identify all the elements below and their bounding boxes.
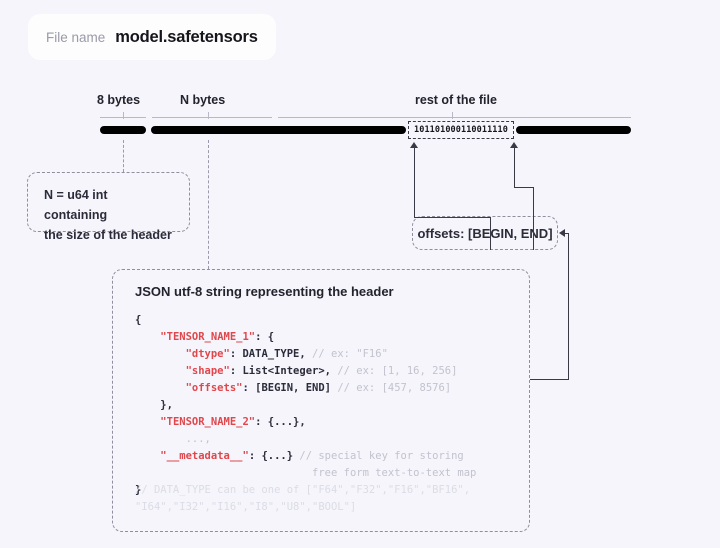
json-code-token: : {	[255, 331, 275, 343]
arrow-end-horizontal	[514, 187, 534, 189]
json-code-line: "dtype": DATA_TYPE, // ex: "F16"	[135, 346, 476, 363]
arrow-end-vertical	[514, 148, 516, 188]
arrow-begin-vertical	[414, 148, 416, 218]
json-code-token: "TENSOR_NAME_1"	[160, 331, 256, 343]
json-code-token: : {...}	[248, 450, 300, 462]
json-code-token: ...,	[185, 433, 211, 445]
json-code-token: // ex: "F16"	[312, 348, 388, 360]
dashed-connector-n-bytes	[208, 140, 209, 269]
json-code-block: { "TENSOR_NAME_1": { "dtype": DATA_TYPE,…	[135, 312, 476, 499]
json-code-line: "shape": List<Integer>, // ex: [1, 16, 2…	[135, 363, 476, 380]
callout-offsets: offsets: [BEGIN, END]	[412, 216, 558, 250]
json-code-token: "dtype"	[185, 348, 230, 360]
json-code-token: // ex: [457, 8576]	[337, 382, 452, 394]
bar-segment-rest-of-file	[516, 126, 631, 134]
json-footer-note: // DATA_TYPE can be one of ["F64","F32",…	[135, 482, 470, 516]
callout-n-line-1: N = u64 int containing	[44, 188, 108, 222]
json-code-token: }	[135, 484, 142, 496]
json-code-line: "TENSOR_NAME_1": {	[135, 329, 476, 346]
json-code-line: }	[135, 482, 476, 499]
json-code-token: "shape"	[185, 365, 230, 377]
ruler-n-bytes	[152, 117, 272, 118]
json-code-token: "offsets"	[185, 382, 243, 394]
ruler-rest-of-file	[278, 117, 631, 118]
json-code-token: // special key for storing	[299, 450, 464, 462]
binary-chunk: 101101000110011110	[408, 121, 514, 139]
json-code-line: ...,	[135, 431, 476, 448]
json-code-token: },	[160, 399, 173, 411]
tick-rest-of-file	[452, 112, 453, 119]
arrow-end-head-icon	[510, 142, 518, 148]
json-panel-title: JSON utf-8 string representing the heade…	[135, 284, 394, 299]
json-code-line: {	[135, 312, 476, 329]
arrow-json-offsets-entry	[564, 233, 569, 235]
json-code-token: "__metadata__"	[160, 450, 249, 462]
file-name-label: File name	[46, 29, 106, 45]
segment-caption-n-bytes: N bytes	[180, 93, 226, 107]
tick-n-bytes	[208, 112, 209, 119]
json-code-token: : [BEGIN, END]	[242, 382, 338, 394]
arrow-end-drop	[533, 187, 535, 250]
callout-n-line-2: the size of the header	[44, 228, 172, 242]
json-code-line: "TENSOR_NAME_2": {...},	[135, 414, 476, 431]
segment-caption-rest-of-file: rest of the file	[415, 93, 497, 107]
json-code-token: // ex: [1, 16, 256]	[337, 365, 458, 377]
file-name-pill: File name model.safetensors	[28, 14, 276, 60]
dashed-connector-8-bytes	[123, 140, 124, 172]
json-code-line: "__metadata__": {...} // special key for…	[135, 448, 476, 465]
json-code-line: free form text-to-text map	[135, 465, 476, 482]
json-code-token: : {...},	[255, 416, 306, 428]
json-code-token: "TENSOR_NAME_2"	[160, 416, 256, 428]
arrow-offsets-callout-head-icon	[559, 229, 565, 237]
tick-8-bytes	[123, 112, 124, 119]
json-code-token: free form text-to-text map	[312, 467, 477, 479]
json-code-token: : DATA_TYPE,	[229, 348, 313, 360]
callout-n-header: N = u64 int containing the size of the h…	[27, 172, 190, 242]
arrow-begin-horizontal	[414, 217, 491, 219]
arrow-json-offsets-vertical	[568, 234, 570, 380]
json-footer-line: "I64","I32","I16","I8","U8","BOOL"]	[135, 501, 357, 513]
json-code-token: : List<Integer>,	[229, 365, 338, 377]
segment-caption-8-bytes: 8 bytes	[97, 93, 141, 107]
file-name-value: model.safetensors	[115, 27, 258, 46]
json-code-line: },	[135, 397, 476, 414]
json-code-token: {	[135, 314, 142, 326]
arrow-begin-drop	[490, 217, 492, 250]
json-header-panel: JSON utf-8 string representing the heade…	[112, 269, 530, 532]
bar-segment-8-bytes	[100, 126, 146, 134]
arrow-begin-head-icon	[410, 142, 418, 148]
json-footer-line: // DATA_TYPE can be one of ["F64","F32",…	[135, 484, 471, 496]
json-code-line: "offsets": [BEGIN, END] // ex: [457, 857…	[135, 380, 476, 397]
bar-segment-n-bytes	[151, 126, 406, 134]
